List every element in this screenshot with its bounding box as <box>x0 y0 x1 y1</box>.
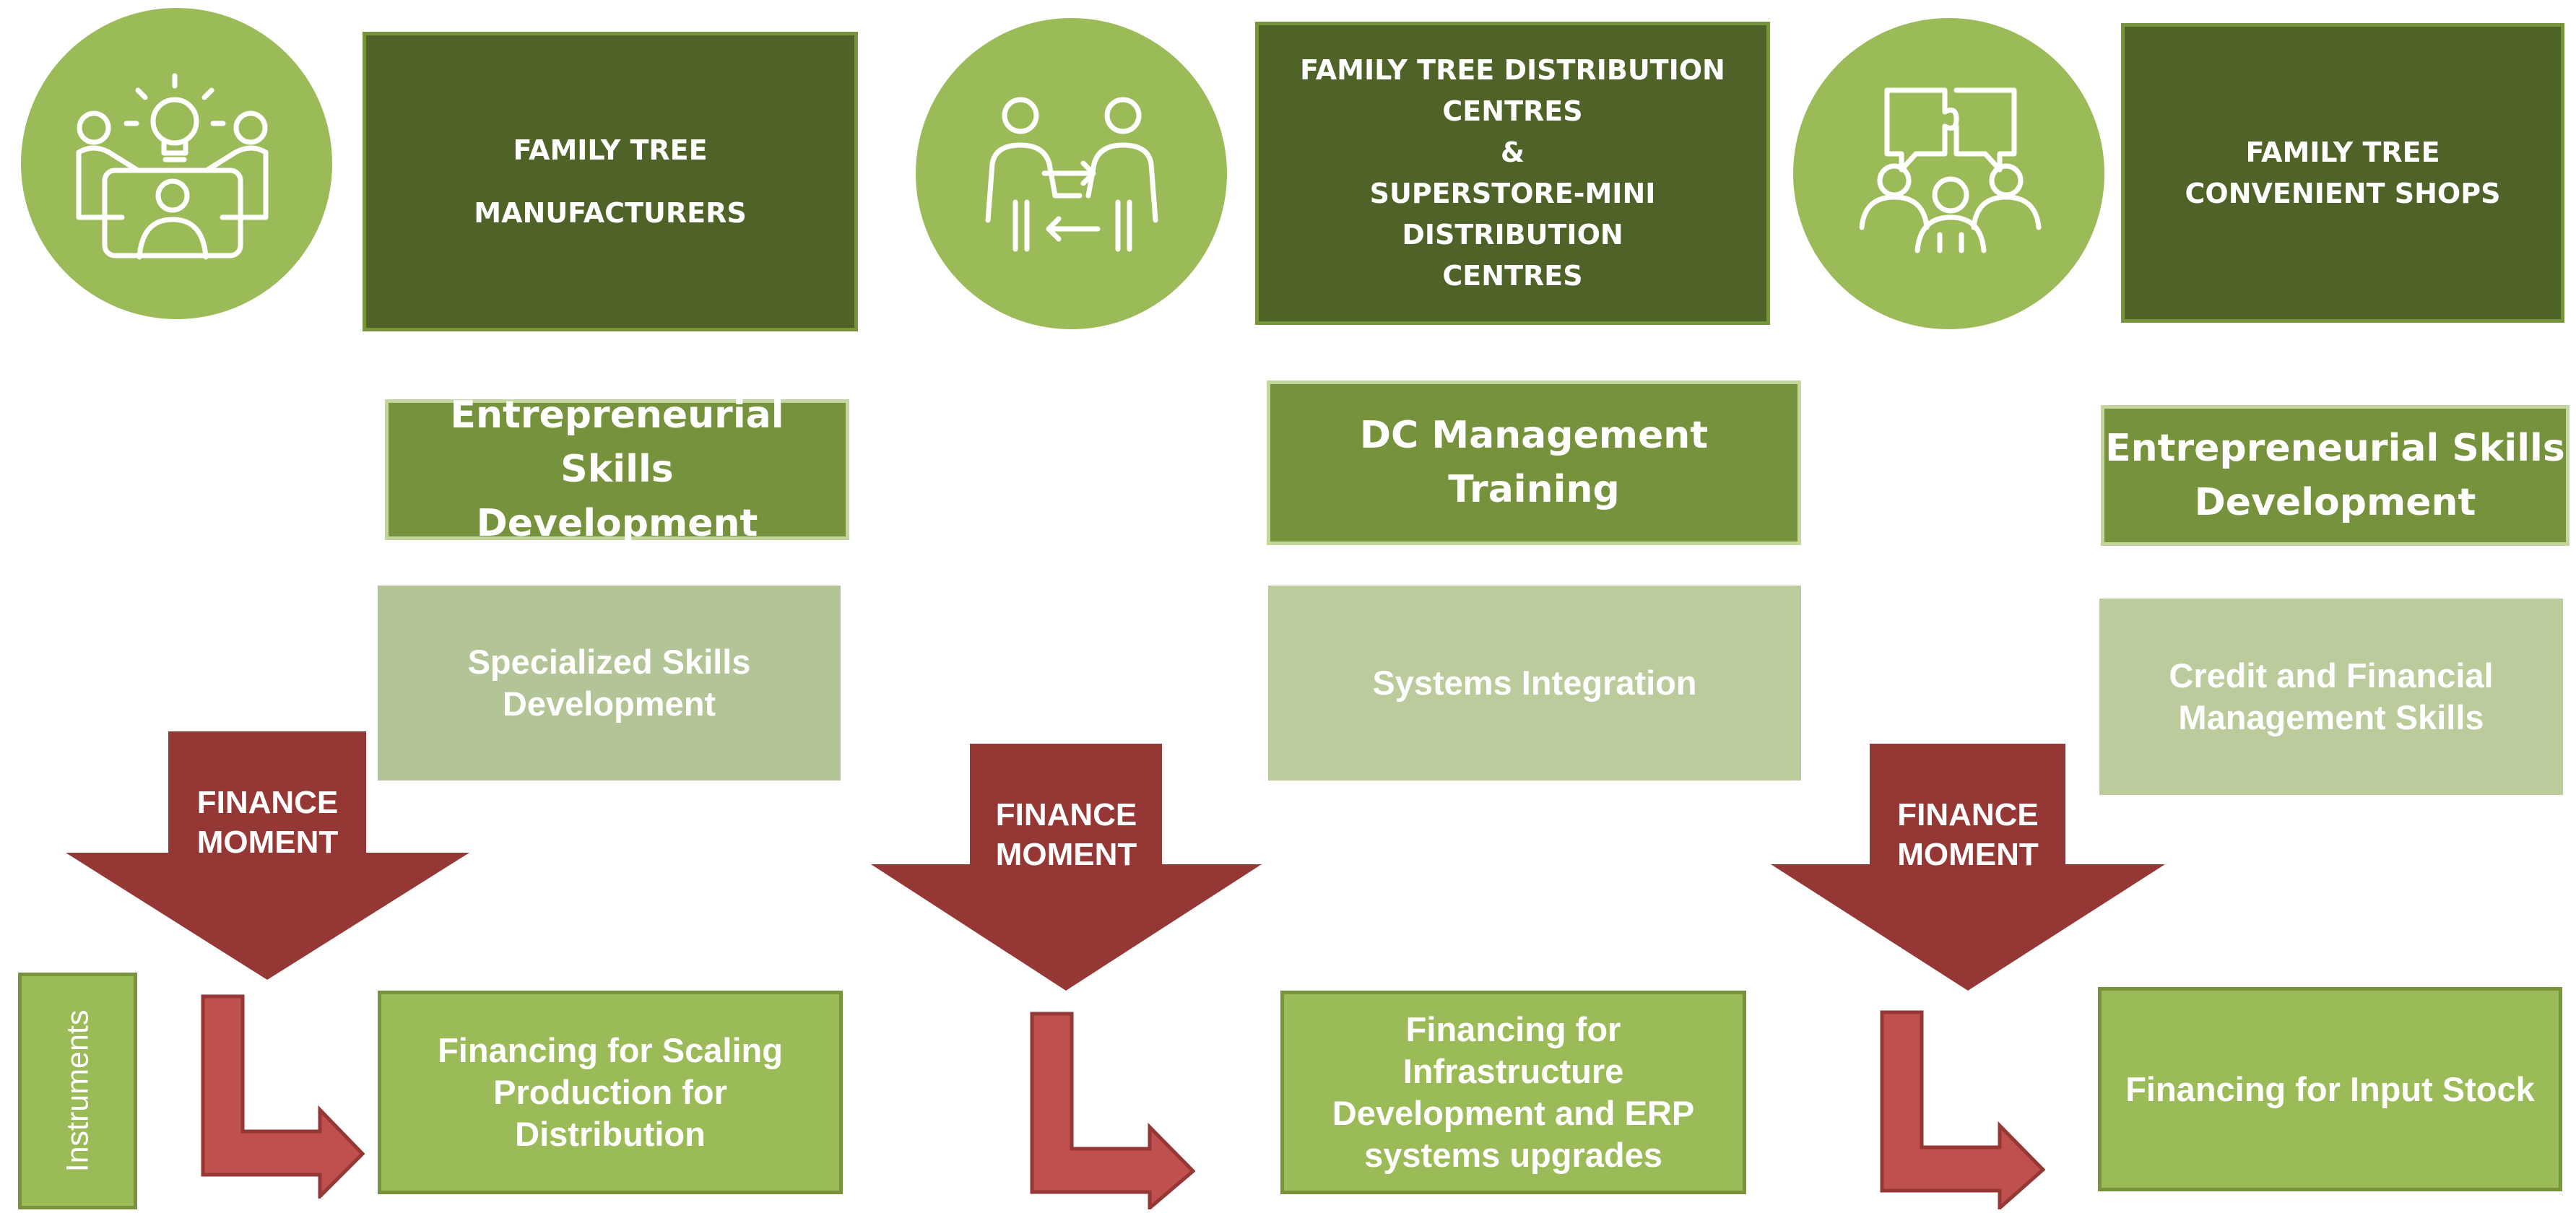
training-line: Development <box>2194 480 2476 524</box>
skills-line: Management Skills <box>2178 698 2484 736</box>
heading-line: CENTRES <box>1442 95 1583 127</box>
finance-moment-arrow-3: FINANCE MOMENT <box>1771 744 2165 991</box>
bent-arrow-2 <box>1030 1012 1196 1212</box>
finance-label: MOMENT <box>196 825 339 860</box>
financing-line: Financing for Input Stock <box>2125 1069 2535 1108</box>
skills-box-manufacturers: Specialized Skills Development <box>378 586 841 781</box>
heading-manufacturers: FAMILY TREE MANUFACTURERS <box>363 32 858 331</box>
bent-arrow-3 <box>1880 1010 2046 1212</box>
finance-arrow-shape <box>66 731 469 980</box>
circle-icon-manufacturers <box>21 8 332 319</box>
financing-line: Financing for <box>1405 1010 1621 1048</box>
skills-line: Development <box>502 684 716 723</box>
financing-box-shops: Financing for Input Stock <box>2098 987 2562 1191</box>
financing-line: Financing for Scaling <box>438 1031 783 1069</box>
heading-line: FAMILY TREE <box>513 134 708 166</box>
heading-line: MANUFACTURERS <box>474 196 747 229</box>
team-puzzle-icon <box>1859 87 2042 253</box>
instruments-label: Instruments <box>60 1009 95 1173</box>
training-box-shops: Entrepreneurial Skills Development <box>2101 405 2570 546</box>
heading-line: CENTRES <box>1442 260 1583 292</box>
skills-line: Systems Integration <box>1372 664 1697 702</box>
instruments-label-box: Instruments <box>18 973 137 1209</box>
skills-box-shops: Credit and Financial Management Skills <box>2099 599 2563 795</box>
finance-moment-arrow-1: FINANCE MOMENT <box>66 731 469 980</box>
meeting-idea-icon <box>76 73 269 260</box>
finance-label: FINANCE <box>995 797 1137 832</box>
finance-label: FINANCE <box>1897 797 2039 832</box>
skills-line: Specialized Skills <box>467 643 751 681</box>
training-line: Entrepreneurial Skills <box>450 394 784 491</box>
heading-shops: FAMILY TREE CONVENIENT SHOPS <box>2121 23 2564 323</box>
heading-line: & <box>1500 136 1525 168</box>
finance-label: MOMENT <box>1897 837 2039 872</box>
circle-icon-distribution <box>916 18 1227 329</box>
heading-line: CONVENIENT SHOPS <box>2185 177 2501 209</box>
exchange-people-icon <box>985 97 1158 252</box>
financing-line: Infrastructure <box>1402 1052 1624 1090</box>
finance-arrow-shape <box>1771 744 2165 991</box>
heading-distribution: FAMILY TREE DISTRIBUTION CENTRES & SUPER… <box>1255 22 1770 325</box>
financing-box-manufacturers: Financing for Scaling Production for Dis… <box>378 991 843 1194</box>
finance-arrow-shape <box>871 744 1262 991</box>
training-line: Entrepreneurial Skills <box>2105 426 2565 470</box>
financing-line: systems upgrades <box>1364 1136 1662 1174</box>
training-line: Development <box>476 502 758 545</box>
finance-moment-arrow-2: FINANCE MOMENT <box>871 744 1262 991</box>
heading-line: SUPERSTORE-MINI DISTRIBUTION <box>1369 178 1656 251</box>
training-line: DC Management Training <box>1359 414 1709 511</box>
circle-icon-shops <box>1793 18 2104 329</box>
heading-line: FAMILY TREE <box>2245 136 2440 168</box>
training-box-distribution: DC Management Training <box>1267 381 1801 545</box>
skills-line: Credit and Financial <box>2169 656 2494 695</box>
skills-box-distribution: Systems Integration <box>1268 586 1801 781</box>
financing-line: Distribution <box>515 1115 706 1153</box>
bent-arrow-1 <box>201 994 365 1201</box>
finance-label: FINANCE <box>196 785 339 820</box>
heading-line: FAMILY TREE DISTRIBUTION <box>1300 54 1725 86</box>
financing-line: Development and ERP <box>1332 1094 1695 1132</box>
financing-box-distribution: Financing for Infrastructure Development… <box>1280 991 1746 1194</box>
finance-label: MOMENT <box>995 837 1137 872</box>
training-box-manufacturers: Entrepreneurial Skills Development <box>385 394 849 545</box>
financing-line: Production for <box>493 1073 727 1111</box>
